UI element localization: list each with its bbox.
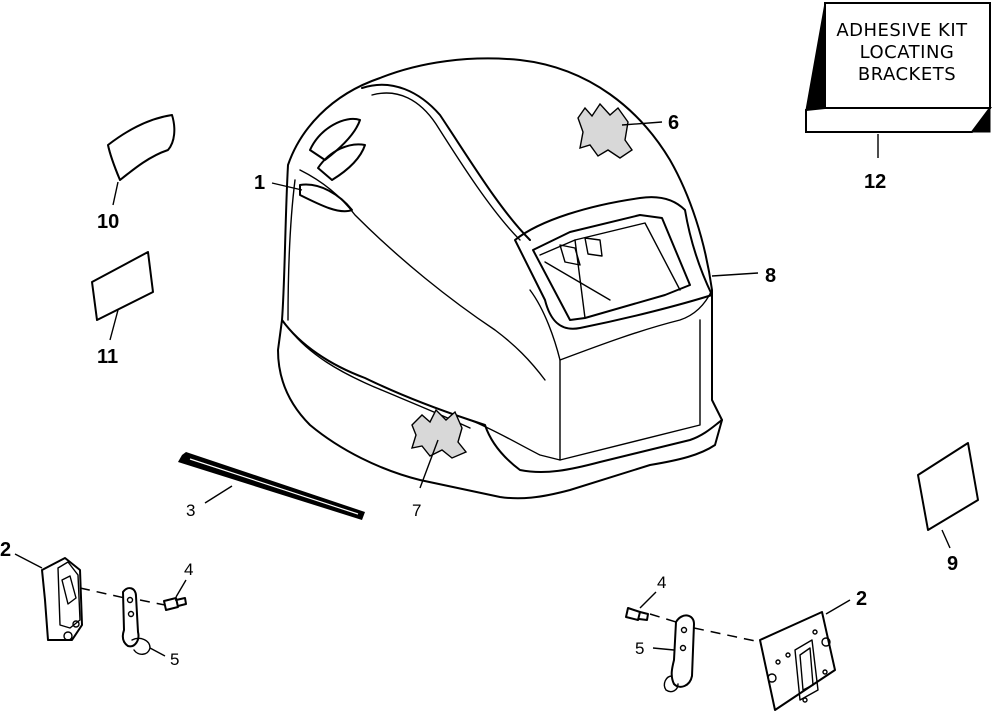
adhesive-pad-7 — [410, 408, 468, 459]
callout-12: 12 — [864, 171, 886, 193]
callout-5-right: 5 — [635, 639, 644, 658]
left-screw — [163, 597, 187, 611]
right-assembly-dashline — [649, 613, 761, 643]
leader-2-right — [825, 599, 851, 615]
callout-3: 3 — [186, 501, 195, 520]
adhesive-pad-6 — [577, 102, 633, 159]
leader-4-right — [639, 591, 657, 609]
callout-2-left: 2 — [0, 539, 11, 561]
decal-10 — [107, 114, 176, 181]
adhesive-kit-box — [805, 2, 992, 133]
callout-11: 11 — [97, 346, 118, 368]
left-bracket-arm — [121, 587, 151, 655]
leader-10 — [112, 181, 119, 206]
leader-5-left — [149, 647, 166, 657]
leader-8 — [711, 272, 759, 277]
right-bracket-arm — [663, 614, 695, 693]
left-assembly-dashline — [79, 587, 166, 606]
leader-6 — [621, 121, 663, 126]
callout-5-left: 5 — [170, 650, 179, 669]
right-latch-plate — [759, 611, 836, 711]
callout-4-left: 4 — [184, 560, 193, 579]
leader-1 — [271, 182, 303, 191]
leader-11 — [109, 309, 119, 341]
kit-box-line-1: ADHESIVE KIT — [836, 20, 968, 41]
kit-box-line-3: BRACKETS — [858, 64, 956, 85]
leader-4-left — [175, 579, 187, 598]
decal-11 — [91, 251, 154, 321]
decal-9 — [917, 442, 979, 531]
leader-7 — [419, 439, 439, 489]
callout-8: 8 — [765, 265, 776, 287]
left-latch-plate — [41, 557, 83, 641]
kit-box-line-2: LOCATING — [860, 42, 955, 63]
leader-2-left — [14, 553, 43, 569]
top-cowl — [277, 57, 723, 500]
seal-strip — [178, 452, 365, 520]
leader-9 — [941, 529, 951, 549]
right-screw — [625, 607, 649, 621]
callout-9: 9 — [947, 553, 958, 575]
callout-10: 10 — [97, 211, 119, 233]
callout-4-right: 4 — [657, 573, 666, 592]
callout-7: 7 — [412, 501, 421, 520]
callout-6: 6 — [668, 112, 679, 134]
callout-2-right: 2 — [856, 588, 867, 610]
leader-5-right — [652, 647, 675, 651]
leader-3 — [204, 485, 233, 504]
callout-1: 1 — [254, 172, 265, 194]
